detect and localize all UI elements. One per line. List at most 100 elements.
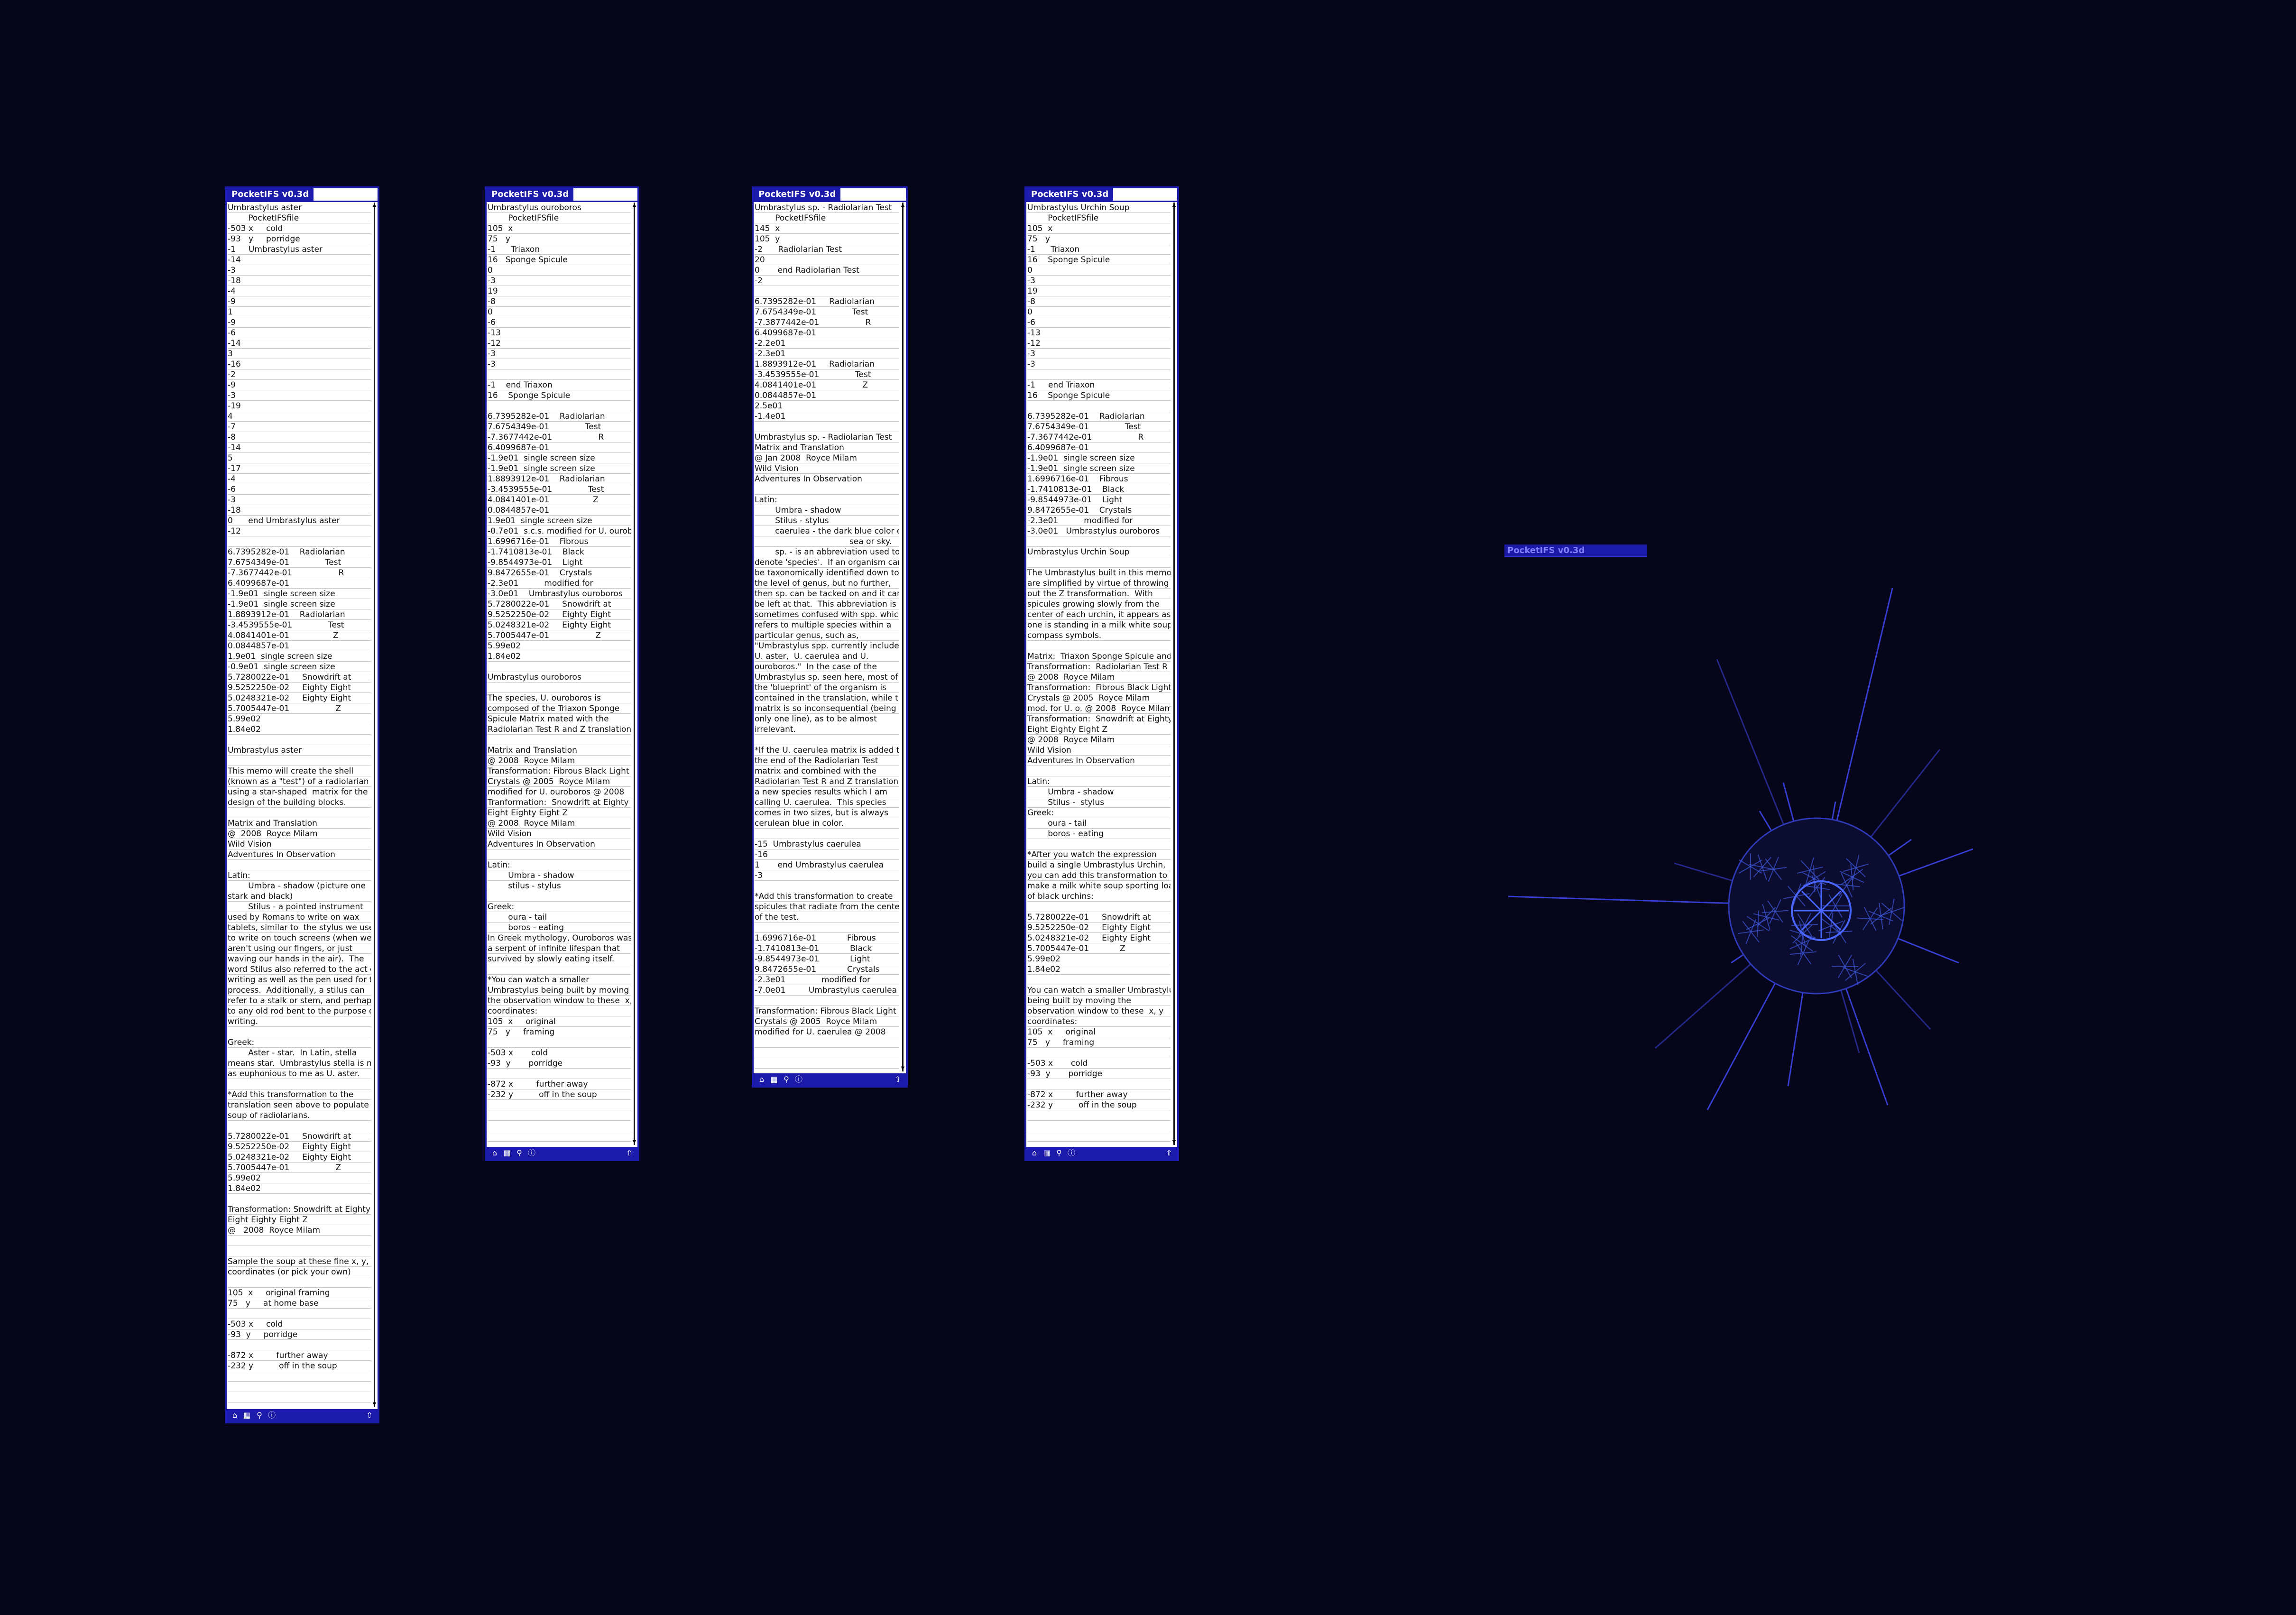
memo-line: Greek: [1027,808,1054,818]
memo-line [488,1069,631,1079]
home-icon[interactable]: ⌂ [492,1148,498,1157]
fractal-star-arm [1840,871,1853,877]
memo-line: 5.7005447e-01 Z [488,631,601,640]
scrollbar[interactable] [632,203,636,1145]
memo-line: out the Z transformation. With [1027,589,1153,599]
scroll-up-arrow-icon[interactable] [1172,203,1176,208]
memo-line [228,1382,371,1392]
scroll-down-arrow-icon[interactable] [632,1139,636,1145]
scrollbar[interactable] [372,203,377,1407]
info-icon[interactable]: ⓘ [794,1075,802,1084]
search-icon[interactable]: ⚲ [784,1075,789,1084]
memo-line: 105 x [488,224,513,233]
up-arrow-icon[interactable]: ⇧ [626,1148,633,1157]
memo-line: Umbrastylus aster [228,746,302,755]
memo-line: stilus - stylus [488,881,561,891]
memo-line: -3 [1027,276,1035,286]
fractal-star-arm [1766,916,1770,930]
memo-line [755,1037,899,1048]
memo-line: @ 2008 Royce Milam [488,819,575,828]
memo-line: cerulean blue in color. [755,819,844,828]
fractal-core-spoke [1820,910,1842,931]
scrollbar-track[interactable] [374,203,375,1407]
fractal-star-arm [1846,874,1855,886]
scrollbar-track[interactable] [1173,203,1175,1145]
scroll-down-arrow-icon[interactable] [901,1066,905,1071]
fractal-star-arm [1756,916,1767,927]
memo-window-radiolarian: PocketIFS v0.3d Umbrastylus sp. - Radiol… [752,186,908,1088]
memo-line: the 'blueprint' of the organism is [755,683,887,692]
memo-line: 6.7395282e-01 Radiolarian [228,547,345,557]
memo-line: -7.0e01 Umbrastylus caerulea [755,986,897,995]
memo-line: -3 [488,360,496,369]
memo-line: 0 [1027,307,1033,317]
memo-line: -6 [1027,318,1035,327]
scroll-up-arrow-icon[interactable] [901,203,905,208]
fractal-star-arm [1792,933,1803,944]
memo-line: 1 end Umbrastylus caerulea [755,860,884,870]
memo-line: Umbrastylus ouroboros [488,673,581,682]
ifs-icon[interactable]: ▦ [503,1148,511,1157]
memo-line: 19 [1027,286,1038,296]
app-title: PocketIFS v0.3d [754,188,841,201]
scroll-up-arrow-icon[interactable] [372,203,377,208]
memo-line: 1.6996716e-01 Fibrous [1027,474,1128,484]
memo-line: 0.0844857e-01 [755,391,817,400]
scroll-down-arrow-icon[interactable] [372,1402,377,1407]
home-icon[interactable]: ⌂ [232,1411,238,1420]
memo-line [755,422,899,432]
up-arrow-icon[interactable]: ⇧ [894,1075,901,1084]
memo-line: 9.5252250e-02 Eighty Eight [228,683,351,692]
memo-line: 5.7280022e-01 Snowdrift at [228,673,351,682]
fractal-star-arm [1787,886,1797,897]
memo-line: -232 y off in the soup [228,1361,337,1371]
memo-line: matrix is so inconsequential (being [755,704,896,713]
memo-line [228,1371,371,1382]
memo-text[interactable]: Umbrastylus sp. - Radiolarian Test Pocke… [755,203,899,1071]
memo-line [1027,766,1171,776]
memo-text[interactable]: Umbrastylus aster PocketIFSfile-503 x co… [228,203,371,1407]
memo-line: waving our hands in the air). The [228,954,364,964]
scrollbar-track[interactable] [902,203,904,1071]
memo-line: -8 [488,297,496,306]
info-icon[interactable]: ⓘ [527,1148,535,1157]
fractal-star-arm [1855,863,1869,868]
memo-line: Umbrastylus ouroboros [488,203,581,212]
scrollbar[interactable] [1172,203,1176,1145]
memo-line: oura - tail [488,913,547,922]
scrollbar[interactable] [901,203,905,1071]
memo-line: process. Additionally, a stilus can [228,986,365,995]
scrollbar-track[interactable] [634,203,635,1145]
memo-line [488,1100,631,1110]
ifs-icon[interactable]: ▦ [770,1075,778,1084]
memo-window-aster: PocketIFS v0.3d Umbrastylus aster Pocket… [225,186,379,1423]
scroll-up-arrow-icon[interactable] [632,203,636,208]
up-arrow-icon[interactable]: ⇧ [366,1411,373,1420]
home-icon[interactable]: ⌂ [759,1075,765,1084]
memo-line: U. aster, U. caerulea and U. [755,652,869,661]
ifs-icon[interactable]: ▦ [243,1411,251,1420]
info-icon[interactable]: ⓘ [1067,1148,1075,1157]
memo-line: -14 [228,255,241,265]
ifs-icon[interactable]: ▦ [1043,1148,1051,1157]
search-icon[interactable]: ⚲ [257,1411,262,1420]
memo-line: -1 Umbrastylus aster [228,245,323,254]
home-icon[interactable]: ⌂ [1032,1148,1037,1157]
fractal-star-arm [1746,923,1759,930]
memo-line: 5.7280022e-01 Snowdrift at [488,600,611,609]
memo-line: 1 [228,307,233,317]
memo-line: to write on touch screens (when we [228,933,371,943]
search-icon[interactable]: ⚲ [516,1148,522,1157]
scroll-down-arrow-icon[interactable] [1172,1139,1176,1145]
info-icon[interactable]: ⓘ [267,1411,276,1420]
memo-line: 9.8472655e-01 Crystals [755,965,880,974]
up-arrow-icon[interactable]: ⇧ [1166,1148,1172,1157]
memo-line: 9.5252250e-02 Eighty Eight [228,1142,351,1152]
memo-line [228,860,371,870]
memo-line: are simplified by virtue of throwing [1027,579,1169,588]
memo-line: -232 y off in the soup [1027,1100,1137,1110]
memo-line: -7.3677442e-01 R [1027,433,1144,442]
search-icon[interactable]: ⚲ [1056,1148,1062,1157]
